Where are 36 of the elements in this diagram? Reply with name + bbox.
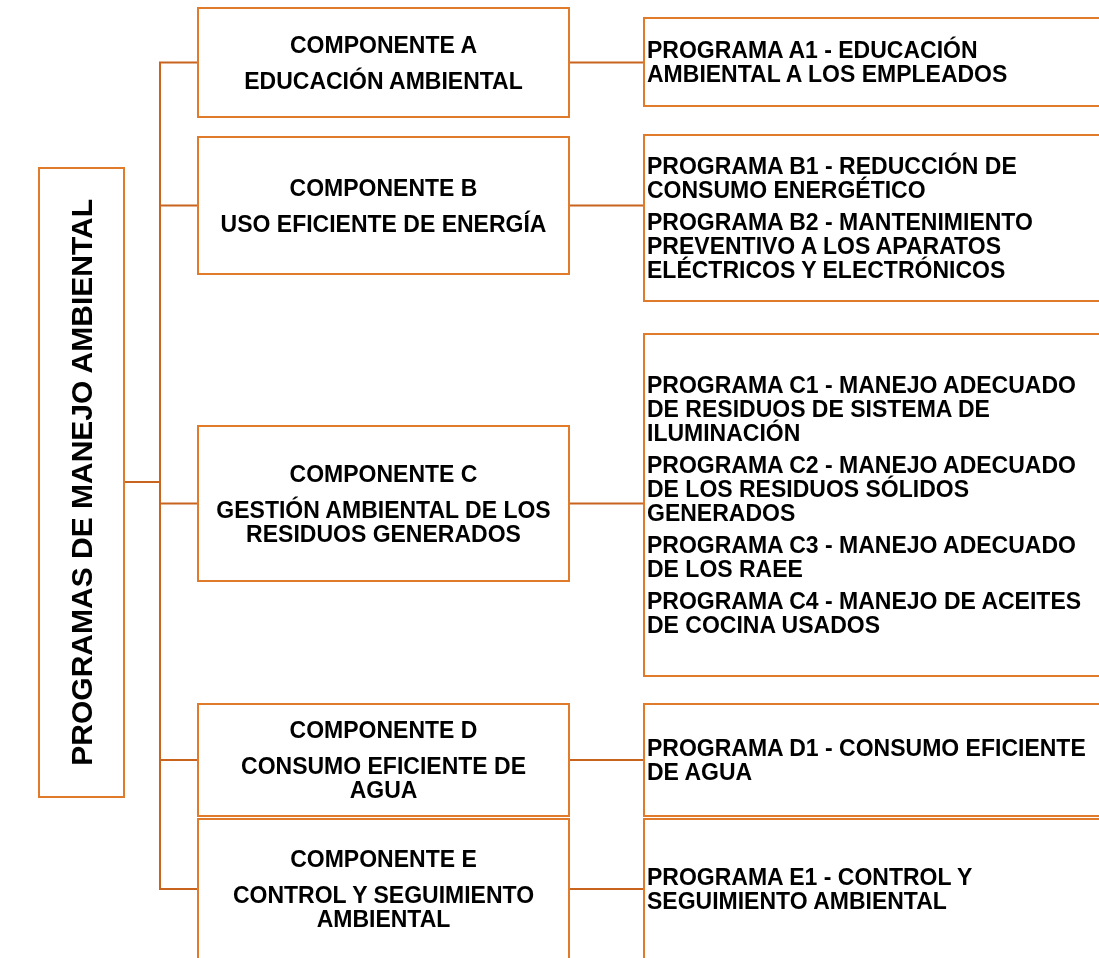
component-heading: COMPONENTE A: [290, 32, 477, 57]
program-text: PROGRAMA C2 - MANEJO ADECUADO DE LOS RESIDUOS SÓLIDOS GENERADOS: [647, 453, 1077, 525]
program-text: PROGRAMA D1 - CONSUMO EFICIENTE DE AGUA: [647, 736, 1087, 784]
program-text: PROGRAMA C1 - MANEJO ADECUADO DE RESIDUOS DE SISTEMA DE ILUMINACIÓN: [647, 373, 1077, 445]
component-name: GESTIÓN AMBIENTAL DE LOS RESIDUOS GENERADOS: [215, 497, 552, 546]
connector-line: [569, 61, 644, 64]
connector-line: [569, 759, 644, 761]
component-box: [197, 703, 570, 817]
component-box: [197, 425, 570, 582]
component-box: [197, 136, 570, 275]
component-heading: COMPONENTE D: [289, 718, 478, 742]
program-box: [643, 17, 1099, 107]
connector-line: [569, 888, 644, 890]
program-text: PROGRAMA C4 - MANEJO DE ACEITES DE COCINA USADOS: [647, 589, 1083, 637]
program-box: [643, 333, 1099, 677]
component-box: [197, 818, 570, 958]
program-box: [643, 134, 1099, 302]
program-text: PROGRAMA C3 - MANEJO ADECUADO DE LOS RAEE: [647, 533, 1077, 581]
component-name: USO EFICIENTE DE ENERGÍA: [220, 211, 547, 236]
program-text: PROGRAMA B1 - REDUCCIÓN DE CONSUMO ENERGÉTICO: [647, 154, 1018, 202]
title-box: [38, 167, 125, 798]
program-text: PROGRAMA B2 - MANTENIMIENTO PREVENTIVO A LOS APARATOS ELÉCTRICOS Y ELECTRÓNICOS: [647, 210, 1034, 282]
component-box: [197, 7, 570, 118]
component-name: EDUCACIÓN AMBIENTAL: [244, 68, 523, 93]
component-heading: COMPONENTE E: [290, 847, 477, 871]
component-name: CONTROL Y SEGUIMIENTO AMBIENTAL: [231, 883, 536, 931]
connector-line: [569, 204, 644, 207]
component-heading: COMPONENTE C: [289, 461, 478, 486]
connector-line: [569, 502, 644, 505]
component-heading: COMPONENTE B: [289, 175, 478, 200]
program-box: [643, 818, 1099, 958]
program-text: PROGRAMA A1 - EDUCACIÓN AMBIENTAL A LOS EMPLEADOS: [647, 38, 1009, 86]
program-text: PROGRAMA E1 - CONTROL Y SEGUIMIENTO AMBIENTAL: [647, 865, 974, 913]
component-name: CONSUMO EFICIENTE DE AGUA: [240, 754, 527, 802]
program-box: [643, 703, 1099, 817]
title-text: PROGRAMAS DE MANEJO AMBIENTAL: [69, 199, 94, 766]
